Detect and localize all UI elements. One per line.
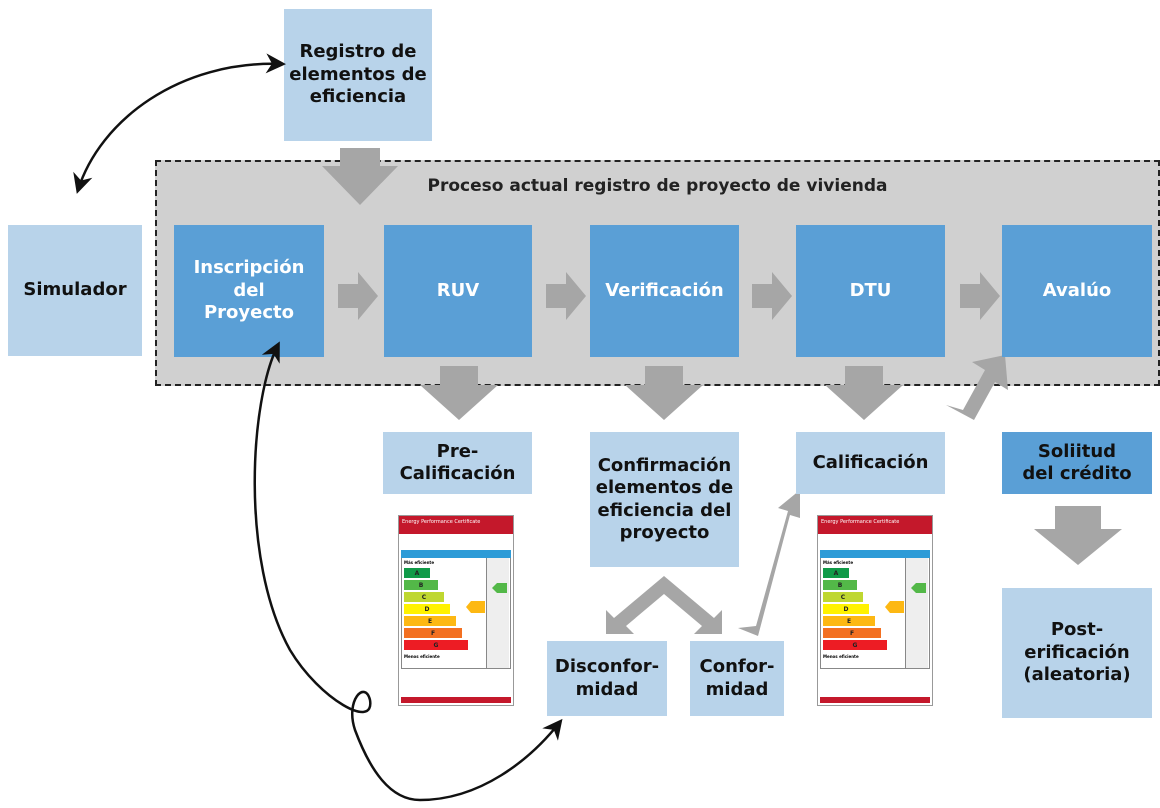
arrow-ruv-verificacion xyxy=(546,272,586,320)
disconformidad-box: Disconfor- midad xyxy=(547,641,667,716)
simulador-box: Simulador xyxy=(8,225,142,356)
simulador-registro-connector xyxy=(73,53,286,194)
band-g: G xyxy=(823,640,887,650)
band-d: D xyxy=(823,604,869,614)
calificacion-box: Calificación xyxy=(796,432,945,494)
postverificacion-label: Post- erificación (aleatoria) xyxy=(1023,619,1131,686)
dtu-box: DTU xyxy=(796,225,945,357)
bottom-label: Menos eficiente xyxy=(823,654,859,659)
energy-certificate-2: Energy Performance Certificate Más efici… xyxy=(817,515,933,706)
band-a: A xyxy=(823,568,849,578)
arrow-verificacion-down xyxy=(625,366,703,420)
conformidad-box: Confor- midad xyxy=(690,641,784,716)
avaluo-label: Avalúo xyxy=(1042,279,1112,301)
arrow-inscripcion-ruv xyxy=(338,272,378,320)
arrow-calificacion-avaluo xyxy=(946,355,1008,420)
solicitud-box: Soliitud del crédito xyxy=(1002,432,1152,494)
disconformidad-label: Disconfor- midad xyxy=(554,656,660,700)
band-e: E xyxy=(823,616,875,626)
registro-label: Registro de elementos de eficiencia xyxy=(289,41,427,108)
band-f: F xyxy=(823,628,881,638)
ruv-label: RUV xyxy=(436,279,480,301)
verificacion-label: Verificación xyxy=(605,279,724,301)
arrow-dtu-down xyxy=(825,366,903,420)
process-title: Proceso actual registro de proyecto de v… xyxy=(427,176,888,196)
arrow-solicitud-down xyxy=(1034,506,1122,565)
certificate-rating-chart: Más eficiente A B C D E F G Menos eficie… xyxy=(820,558,930,669)
certificate-footer-bar xyxy=(820,697,930,703)
band-b: B xyxy=(823,580,857,590)
disconformidad-inscripcion-loop xyxy=(253,341,563,802)
arrow-conformidad-up xyxy=(738,490,800,636)
top-label: Más eficiente xyxy=(823,560,854,565)
arrow-confirmacion-split xyxy=(606,576,722,634)
verificacion-box: Verificación xyxy=(590,225,739,357)
postverificacion-box: Post- erificación (aleatoria) xyxy=(1002,588,1152,718)
certificate-header-bar xyxy=(820,550,930,558)
solicitud-label: Soliitud del crédito xyxy=(1022,440,1132,485)
dtu-label: DTU xyxy=(849,279,892,301)
confirmacion-box: Confirmación elementos de eficiencia del… xyxy=(590,432,739,567)
confirmacion-label: Confirmación elementos de eficiencia del… xyxy=(595,454,734,544)
calificacion-label: Calificación xyxy=(812,451,929,473)
inscripcion-box: Inscripción del Proyecto xyxy=(174,225,324,357)
avaluo-box: Avalúo xyxy=(1002,225,1152,357)
inscripcion-label: Inscripción del Proyecto xyxy=(193,257,305,324)
arrow-dtu-avaluo xyxy=(960,272,1000,320)
arrow-registro-down xyxy=(322,148,398,205)
ruv-box: RUV xyxy=(384,225,532,357)
band-c: C xyxy=(823,592,863,602)
certificate-title: Energy Performance Certificate xyxy=(818,516,932,534)
arrow-verificacion-dtu xyxy=(752,272,792,320)
conformidad-label: Confor- midad xyxy=(699,656,775,700)
rating-column xyxy=(905,558,928,668)
registro-box: Registro de elementos de eficiencia xyxy=(284,9,432,141)
simulador-label: Simulador xyxy=(23,279,127,301)
current-rating-marker xyxy=(885,601,904,613)
